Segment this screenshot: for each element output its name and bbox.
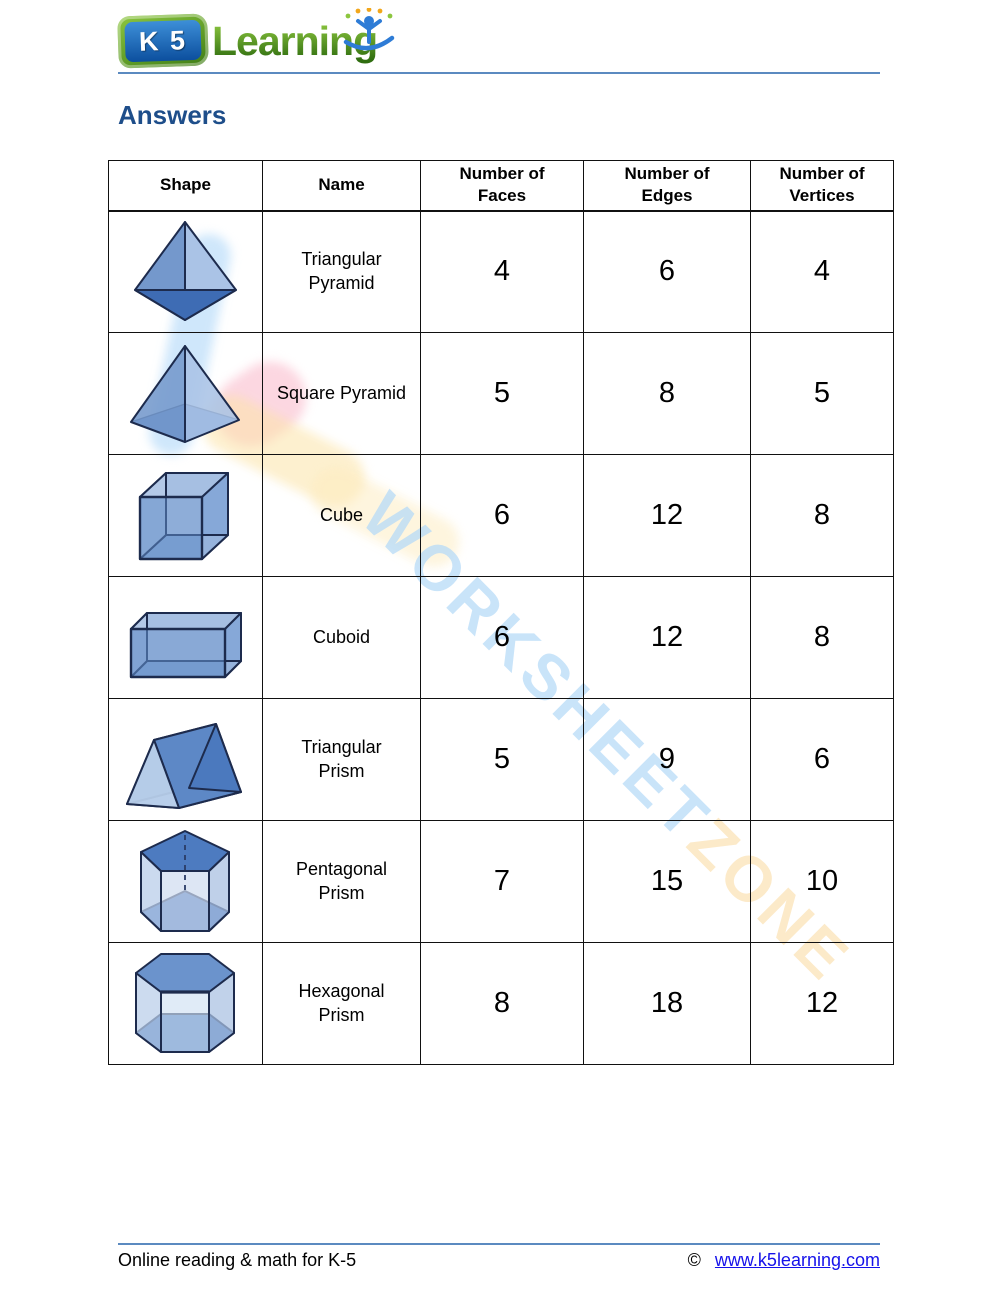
edges-cell: 8 (583, 332, 751, 455)
logo-learning-text: Learning (212, 17, 378, 64)
faces-cell: 7 (420, 820, 584, 943)
vertices-cell: 6 (750, 698, 894, 821)
col-header-shape: Shape (108, 160, 263, 212)
shape-cell (108, 576, 263, 699)
name-cell: Cuboid (262, 576, 421, 699)
faces-cell: 8 (420, 942, 584, 1065)
table-row: Square Pyramid 5 8 5 (108, 332, 894, 455)
name-cell: Square Pyramid (262, 332, 421, 455)
k5learning-link[interactable]: www.k5learning.com (714, 1250, 880, 1270)
footer-rule (118, 1243, 880, 1245)
k5-book-pages: K 5 (124, 19, 202, 63)
shape-cell (108, 454, 263, 577)
faces-cell: 5 (420, 698, 584, 821)
edges-cell: 18 (583, 942, 751, 1065)
k5-book-icon: K 5 (117, 13, 209, 69)
logo-k5-text: K 5 (138, 24, 188, 57)
k5-learning-logo: K 5 Learning (117, 8, 395, 70)
vertices-cell: 4 (750, 210, 894, 333)
cube-icon (138, 471, 229, 560)
faces-cell: 6 (420, 454, 584, 577)
vertices-cell: 10 (750, 820, 894, 943)
footer-tagline: Online reading & math for K-5 (118, 1250, 357, 1270)
shape-cell (108, 210, 263, 333)
vertices-cell: 8 (750, 454, 894, 577)
vertices-cell: 12 (750, 942, 894, 1065)
page-title: Answers (118, 100, 227, 130)
vertices-cell: 5 (750, 332, 894, 455)
triangular-prism-icon (125, 722, 242, 809)
vertices-cell: 8 (750, 576, 894, 699)
shape-cell (108, 698, 263, 821)
table-row: Cube 6 12 8 (108, 454, 894, 577)
square-pyramid-icon (130, 344, 240, 443)
copyright-symbol: © (687, 1250, 701, 1270)
name-cell: Cube (262, 454, 421, 577)
edges-cell: 15 (583, 820, 751, 943)
person-icon (343, 8, 395, 51)
faces-cell: 5 (420, 332, 584, 455)
col-header-name: Name (262, 160, 421, 212)
cuboid-icon (129, 611, 242, 678)
edges-cell: 9 (583, 698, 751, 821)
triangular-pyramid-icon (134, 220, 237, 321)
hexagonal-prism-icon (135, 952, 235, 1053)
faces-cell: 4 (420, 210, 584, 333)
table-row: Cuboid 6 12 8 (108, 576, 894, 699)
shape-cell (108, 942, 263, 1065)
faces-cell: 6 (420, 576, 584, 699)
shape-cell (108, 332, 263, 455)
shape-cell (108, 820, 263, 943)
pentagonal-prism-icon (140, 829, 230, 932)
edges-cell: 6 (583, 210, 751, 333)
edges-cell: 12 (583, 576, 751, 699)
header-rule (118, 72, 880, 74)
footer-copyright-block: © www.k5learning.com (688, 1250, 880, 1271)
edges-cell: 12 (583, 454, 751, 577)
